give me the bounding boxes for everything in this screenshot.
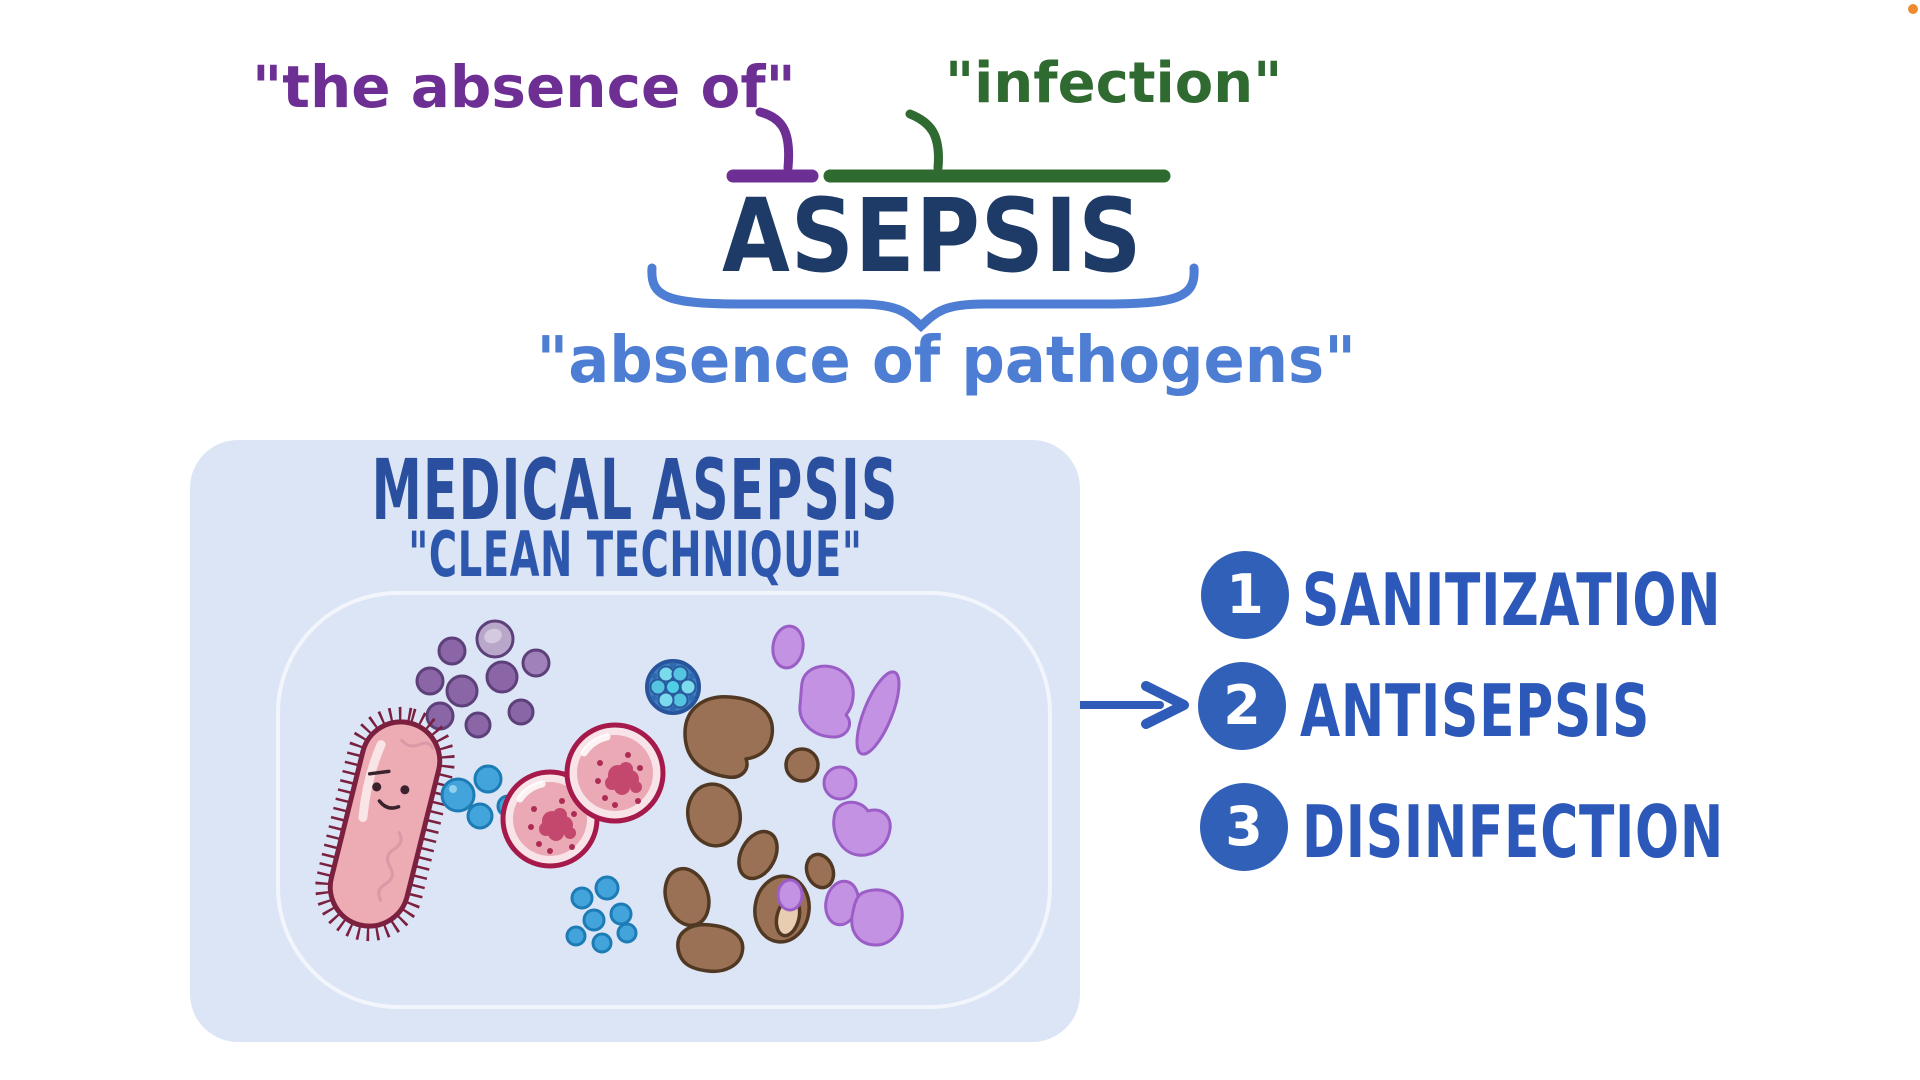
brown-microbes-icon	[663, 695, 836, 974]
etymology-root-label: "infection"	[945, 51, 1283, 116]
method-3-number: 3	[1225, 795, 1263, 858]
cells-icon	[500, 722, 666, 869]
method-2-label: ANTISEPSIS	[1300, 669, 1651, 753]
arrow-icon	[1076, 681, 1189, 729]
method-2-badge: 2	[1198, 662, 1286, 750]
faint-outline	[276, 591, 1052, 1009]
method-1-label: SANITIZATION	[1302, 558, 1722, 642]
card-title: MEDICAL ASEPSIS	[371, 441, 899, 539]
card-title-row: MEDICAL ASEPSIS	[190, 448, 1080, 532]
microbes-illustration	[276, 591, 1052, 1009]
card-subtitle: "CLEAN TECHNIQUE"	[407, 518, 863, 591]
method-3-badge: 3	[1200, 783, 1288, 871]
medical-asepsis-card: MEDICAL ASEPSIS "CLEAN TECHNIQUE"	[190, 440, 1080, 1042]
card-subtitle-row: "CLEAN TECHNIQUE"	[190, 524, 1080, 586]
bacterium-icon	[315, 706, 455, 942]
method-2-number: 2	[1223, 674, 1261, 737]
method-1-badge: 1	[1201, 551, 1289, 639]
etymology-term: ASEPSIS	[722, 177, 1143, 296]
etymology-prefix-label: "the absence of"	[252, 53, 796, 121]
corner-dot	[1908, 4, 1918, 14]
root-connector-line	[905, 109, 943, 173]
purple-cocci-icon	[415, 619, 551, 739]
purple-yeast-icon	[771, 624, 904, 947]
blue-cocci-icon	[565, 875, 638, 954]
etymology-definition: "absence of pathogens"	[536, 324, 1356, 398]
method-3-label: DISINFECTION	[1302, 790, 1724, 874]
virus-icon	[645, 659, 701, 715]
method-1-number: 1	[1226, 563, 1264, 626]
etymology-definition-wrap: "absence of pathogens"	[515, 329, 1356, 393]
